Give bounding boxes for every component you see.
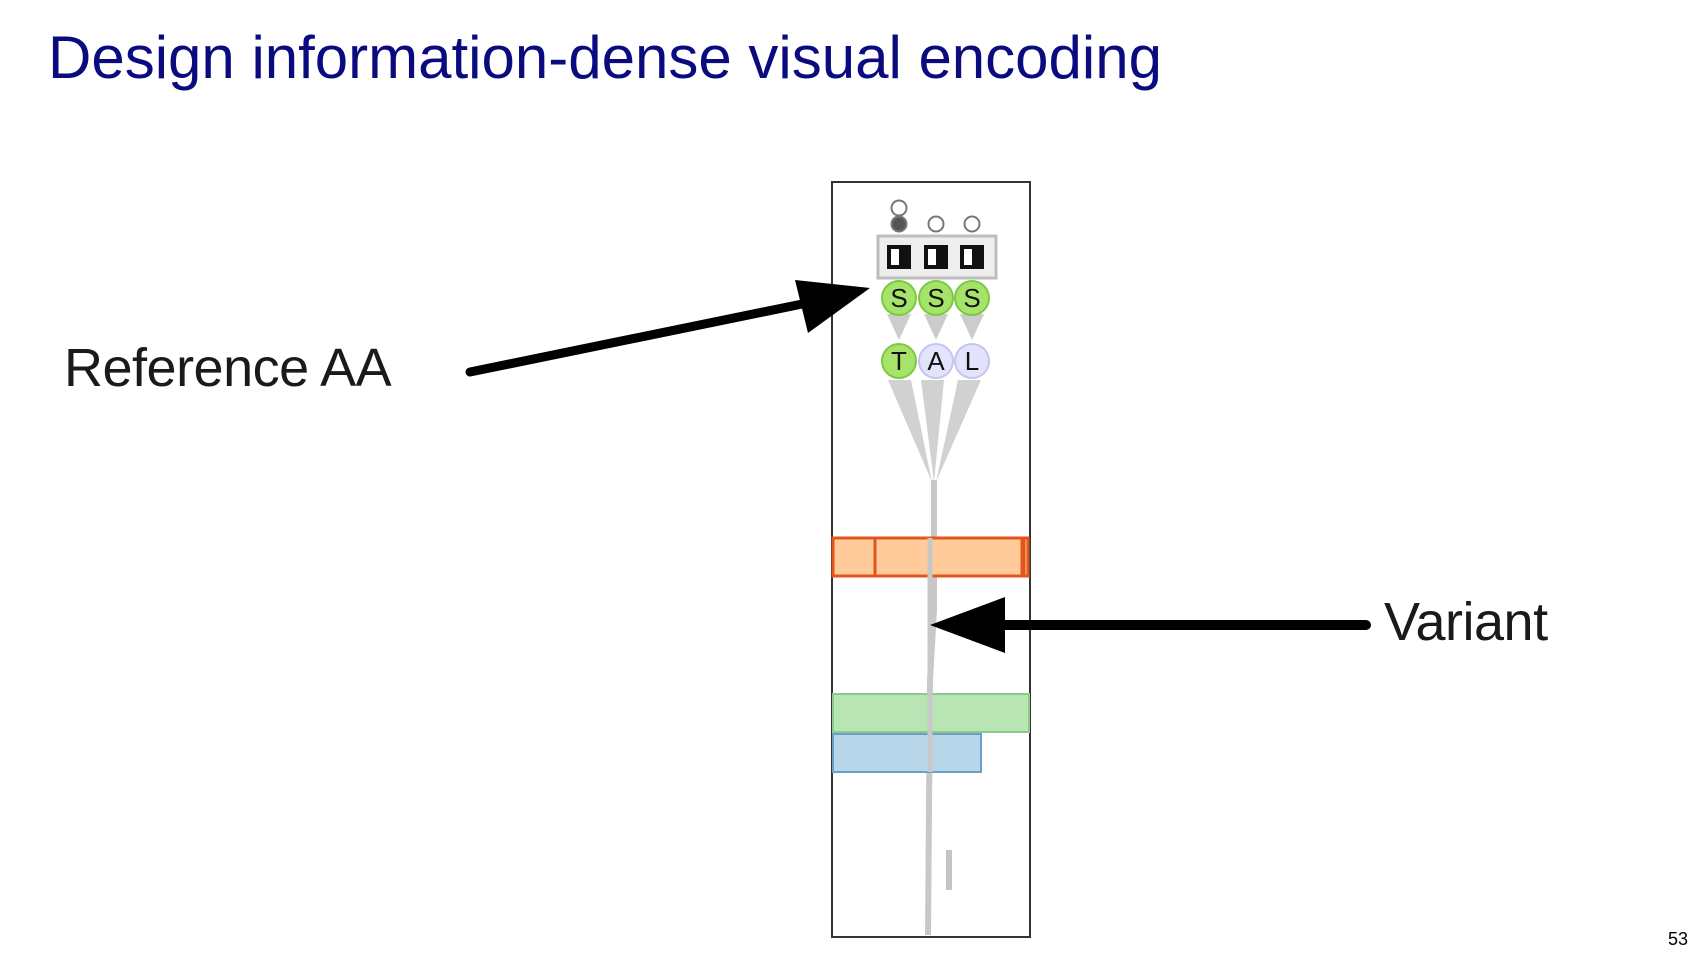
aa-row2-circle-1 [881,343,917,379]
connector-tri-1 [887,314,911,340]
blue-annotation-bar [832,733,982,773]
top-circle-3 [963,215,981,233]
variant-arrow-head [930,597,1005,653]
aa-row2-circle-2 [918,343,954,379]
slide-title: Design information-dense visual encoding [48,24,1162,91]
aa-row1-circle-3 [954,280,990,316]
fan-connector-a [921,380,944,482]
connector-tri-2 [924,314,948,340]
reference-arrow-head [795,280,870,333]
aa-row1-letter-1: S [890,283,907,313]
fan-connector-l [936,380,981,482]
box-cell-2-mark [928,249,936,265]
reference-aa-label: Reference AA [64,338,392,398]
connector-tri-3 [960,314,984,340]
aa-row2-letter-1: T [891,346,907,376]
box-cell-3-mark [964,249,972,265]
fan-connector-t [888,380,932,482]
aa-row2-letter-3: L [965,346,979,376]
aa-row1-circle-1 [881,280,917,316]
page-number: 53 [1667,929,1688,949]
top-circle-open [890,199,908,217]
aa-row2-circle-3 [954,343,990,379]
top-circle-filled [890,215,908,233]
aa-row1-letter-2: S [927,283,944,313]
reference-arrow-shaft [465,297,817,377]
aa-row1-letter-3: S [963,283,980,313]
box-cell-1-mark [891,249,899,265]
aa-row2-letter-2: A [927,346,945,376]
variant-label: Variant [1384,592,1548,652]
top-circle-2 [927,215,945,233]
aa-row1-circle-2 [918,280,954,316]
